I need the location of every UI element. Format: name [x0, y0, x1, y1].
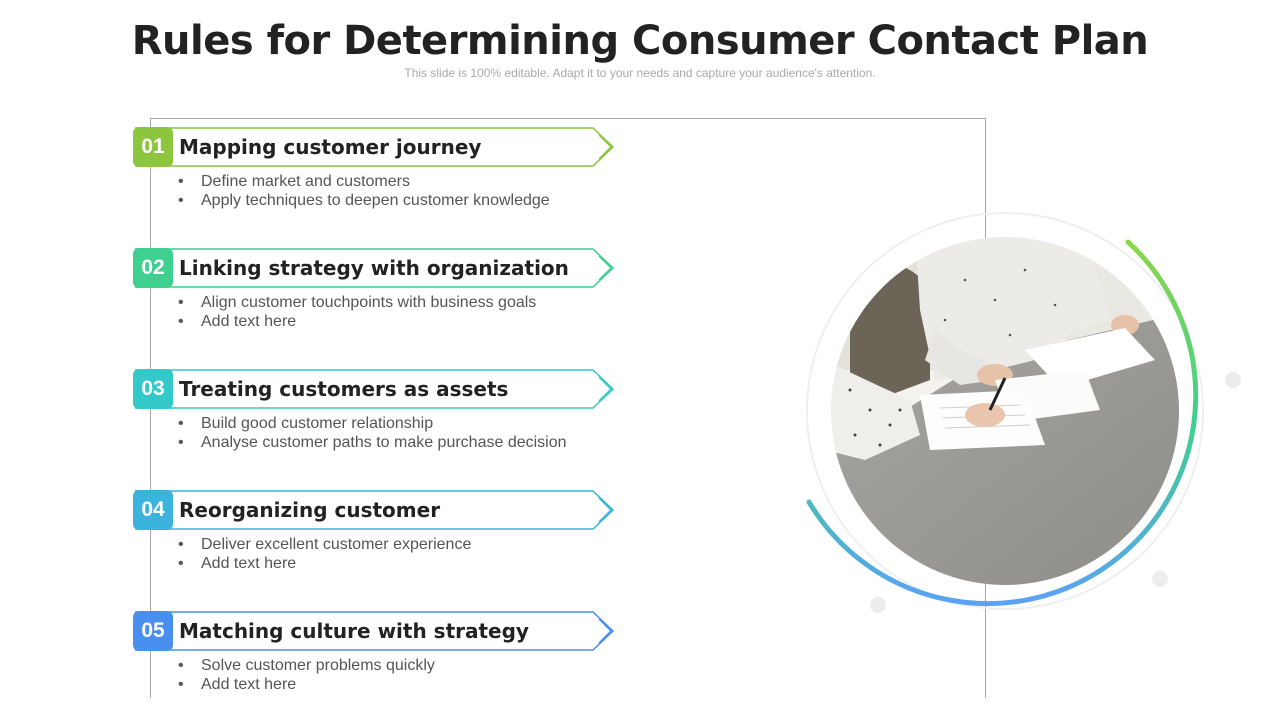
step-3-bullets: Build good customer relationship Analyse…: [178, 414, 567, 452]
step-3: 03 Treating customers as assets Build go…: [133, 369, 633, 469]
step-2-bullets: Align customer touchpoints with business…: [178, 293, 536, 331]
meeting-photo: [806, 212, 1204, 610]
step-4-bullets: Deliver excellent customer experience Ad…: [178, 535, 471, 573]
step-1-banner: [135, 127, 615, 167]
page-title: Rules for Determining Consumer Contact P…: [131, 18, 1149, 64]
step-5: 05 Matching culture with strategy Solve …: [133, 611, 633, 711]
bullet-item: Deliver excellent customer experience: [178, 535, 471, 554]
step-2-title: Linking strategy with organization: [179, 256, 569, 280]
bullet-item: Apply techniques to deepen customer know…: [178, 191, 550, 210]
step-3-banner: [135, 369, 615, 409]
bullet-item: Add text here: [178, 675, 435, 694]
bullet-item: Add text here: [178, 554, 471, 573]
decor-dot: [1225, 372, 1241, 388]
bullet-item: Add text here: [178, 312, 536, 331]
step-4: 04 Reorganizing customer Deliver excelle…: [133, 490, 633, 590]
step-1-title: Mapping customer journey: [179, 135, 482, 159]
step-2-banner: [135, 248, 615, 288]
step-3-number-badge: 03: [133, 369, 173, 409]
step-1-bullets: Define market and customers Apply techni…: [178, 172, 550, 210]
photo-group: [795, 210, 1241, 630]
bullet-item: Align customer touchpoints with business…: [178, 293, 536, 312]
bullet-item: Solve customer problems quickly: [178, 656, 435, 675]
step-4-banner: [135, 490, 615, 530]
step-1: 01 Mapping customer journey Define marke…: [133, 127, 633, 227]
step-3-title: Treating customers as assets: [179, 377, 509, 401]
bullet-item: Build good customer relationship: [178, 414, 567, 433]
step-5-title: Matching culture with strategy: [179, 619, 529, 643]
step-5-bullets: Solve customer problems quickly Add text…: [178, 656, 435, 694]
bullet-item: Define market and customers: [178, 172, 550, 191]
step-4-number-badge: 04: [133, 490, 173, 530]
step-5-number-badge: 05: [133, 611, 173, 651]
step-2-number-badge: 02: [133, 248, 173, 288]
decor-dot: [870, 597, 886, 613]
step-1-number-badge: 01: [133, 127, 173, 167]
bullet-item: Analyse customer paths to make purchase …: [178, 433, 567, 452]
step-5-banner: [135, 611, 615, 651]
page-subtitle: This slide is 100% editable. Adapt it to…: [404, 66, 876, 80]
decor-dot: [1152, 571, 1168, 587]
step-2: 02 Linking strategy with organization Al…: [133, 248, 633, 348]
step-4-title: Reorganizing customer: [179, 498, 441, 522]
